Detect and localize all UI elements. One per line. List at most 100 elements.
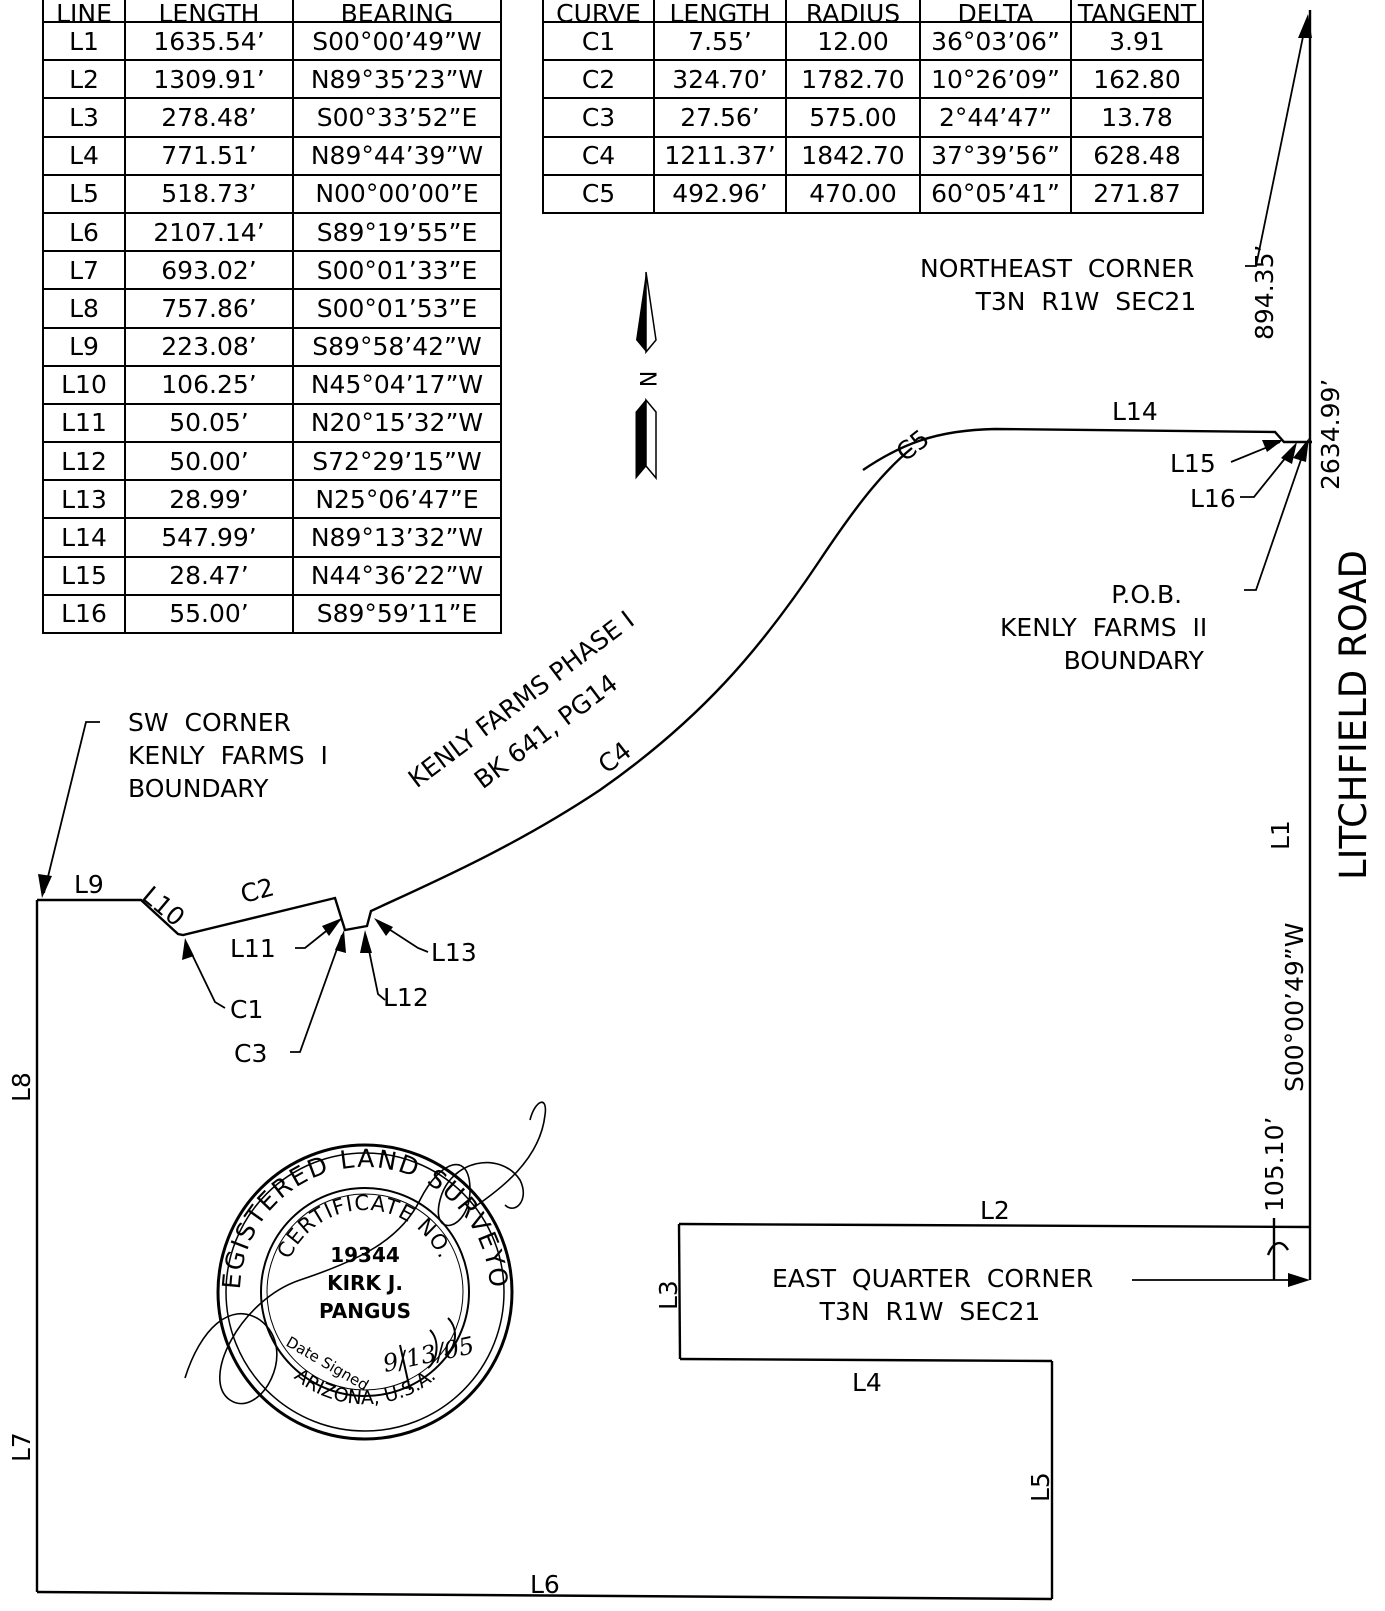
boundary-l2 [678, 1222, 1311, 1229]
l15-arrowhead [1262, 440, 1283, 452]
line-table-cell: L7 [42, 250, 126, 291]
boundary-west-segment [37, 447, 913, 937]
signature-scribble [184, 1101, 547, 1405]
curve-table-cell: 324.70’ [653, 59, 787, 100]
boundary-north-segment [862, 427, 1312, 471]
curve-table-cell: 628.48 [1070, 135, 1204, 176]
c1-arrowhead [182, 938, 194, 960]
line-table-cell: 278.48’ [124, 97, 294, 138]
line-table-cell: 50.05’ [124, 402, 294, 444]
line-table-cell: N89°35’23”W [292, 59, 502, 100]
sw-corner-leader [43, 721, 100, 894]
line-table-cell: 771.51’ [124, 135, 294, 176]
line-table-cell: 1309.91’ [124, 59, 294, 100]
line-table-cell: 28.47’ [124, 555, 294, 596]
dim-894-label: 894.35’ [1250, 244, 1279, 340]
curve-table-cell: 60°05’41” [919, 173, 1072, 214]
l8-label: L8 [7, 1072, 36, 1102]
line-table-cell: 547.99’ [124, 517, 294, 558]
dim-105-arc [1266, 1241, 1290, 1256]
delta-col-header: DELTA [919, 0, 1072, 23]
line-table-cell: S00°00’49”W [292, 20, 502, 62]
c3-leader [290, 934, 343, 1053]
curve-table-cell: 271.87 [1070, 173, 1204, 214]
seal-name-line2: PANGUS [319, 1299, 411, 1323]
north-arrow-icon [635, 271, 657, 481]
curve-table-cell: 13.78 [1070, 97, 1204, 138]
curve-table-cell: 10°26’09” [919, 59, 1072, 100]
line-table-cell: L3 [42, 97, 126, 138]
curve-table-cell: 162.80 [1070, 59, 1204, 100]
line-table-cell: S00°01’53”E [292, 288, 502, 329]
line-table-cell: S89°19’55”E [292, 211, 502, 253]
curve-table-cell: 7.55’ [653, 20, 787, 62]
line-table-cell: L16 [42, 593, 126, 635]
line-table-header: LINE LENGTH BEARING [42, 0, 502, 23]
curve-table-cell: 575.00 [785, 97, 921, 138]
line-table-cell: N44°36’22”W [292, 555, 502, 596]
line-table-cell: L6 [42, 211, 126, 253]
northeast-corner-leader [1245, 21, 1307, 267]
l6-label: L6 [530, 1570, 560, 1599]
north-arrow-label: N [634, 370, 660, 388]
road-bearing-label: S00°00’49”W [1280, 922, 1309, 1092]
tangent-col-header: TANGENT [1070, 0, 1204, 23]
sw-arrowhead [38, 874, 52, 898]
east-quarter-label: EAST QUARTER CORNER T3N R1W SEC21 [772, 1264, 1094, 1326]
boundary-l4 [679, 1357, 1053, 1363]
l14-label: L14 [1112, 397, 1158, 426]
l9-label: L9 [74, 870, 104, 899]
line-table-cell: N25°06’47”E [292, 479, 502, 520]
line-table-cell: 518.73’ [124, 173, 294, 214]
curve-table-cell: C1 [542, 20, 655, 62]
curve-table-cell: 470.00 [785, 173, 921, 214]
line-table-cell: L11 [42, 402, 126, 444]
curve-table-cell: C3 [542, 97, 655, 138]
curve-table-cell: C5 [542, 173, 655, 214]
line-table-cell: N89°44’39”W [292, 135, 502, 176]
line-table-cell: 106.25’ [124, 364, 294, 405]
c3-arrowhead [335, 930, 346, 953]
length-col-header: LENGTH [124, 0, 294, 23]
dim-2634-label: 2634.99’ [1316, 378, 1345, 490]
l15-label: L15 [1170, 449, 1216, 478]
line-col-header: LINE [42, 0, 126, 23]
curve-col-header: CURVE [542, 0, 655, 23]
date-scribble [399, 1317, 456, 1391]
curve-table-cell: 37°39’56” [919, 135, 1072, 176]
l12-arrowhead [360, 930, 372, 953]
l16-leader [1240, 445, 1296, 498]
line-table-cell: 693.02’ [124, 250, 294, 291]
line-table-cell: L9 [42, 326, 126, 367]
line-table-cell: N45°04’17”W [292, 364, 502, 405]
sw-corner-label: SW CORNER KENLY FARMS I BOUNDARY [128, 708, 328, 803]
curve-table-cell: 1842.70 [785, 135, 921, 176]
seal-name-line1: KIRK J. [327, 1271, 403, 1295]
road-name-label: LITCHFIELD ROAD [1332, 549, 1375, 880]
curve-table-cell: 2°44’47” [919, 97, 1072, 138]
l12-leader [365, 935, 386, 1001]
pob-leader [1244, 444, 1307, 591]
line-table-cell: N00°00’00”E [292, 173, 502, 214]
l16-arrowhead [1281, 442, 1297, 464]
line-table-cell: 2107.14’ [124, 211, 294, 253]
curve-table-cell: C2 [542, 59, 655, 100]
line-table-cell: L4 [42, 135, 126, 176]
curve-table-cell: 36°03’06” [919, 20, 1072, 62]
line-table-cell: L15 [42, 555, 126, 596]
l7-label: L7 [7, 1432, 36, 1462]
line-table-cell: S00°01’33”E [292, 250, 502, 291]
pob-arrowhead [1293, 438, 1309, 462]
l13-leader [377, 921, 429, 953]
